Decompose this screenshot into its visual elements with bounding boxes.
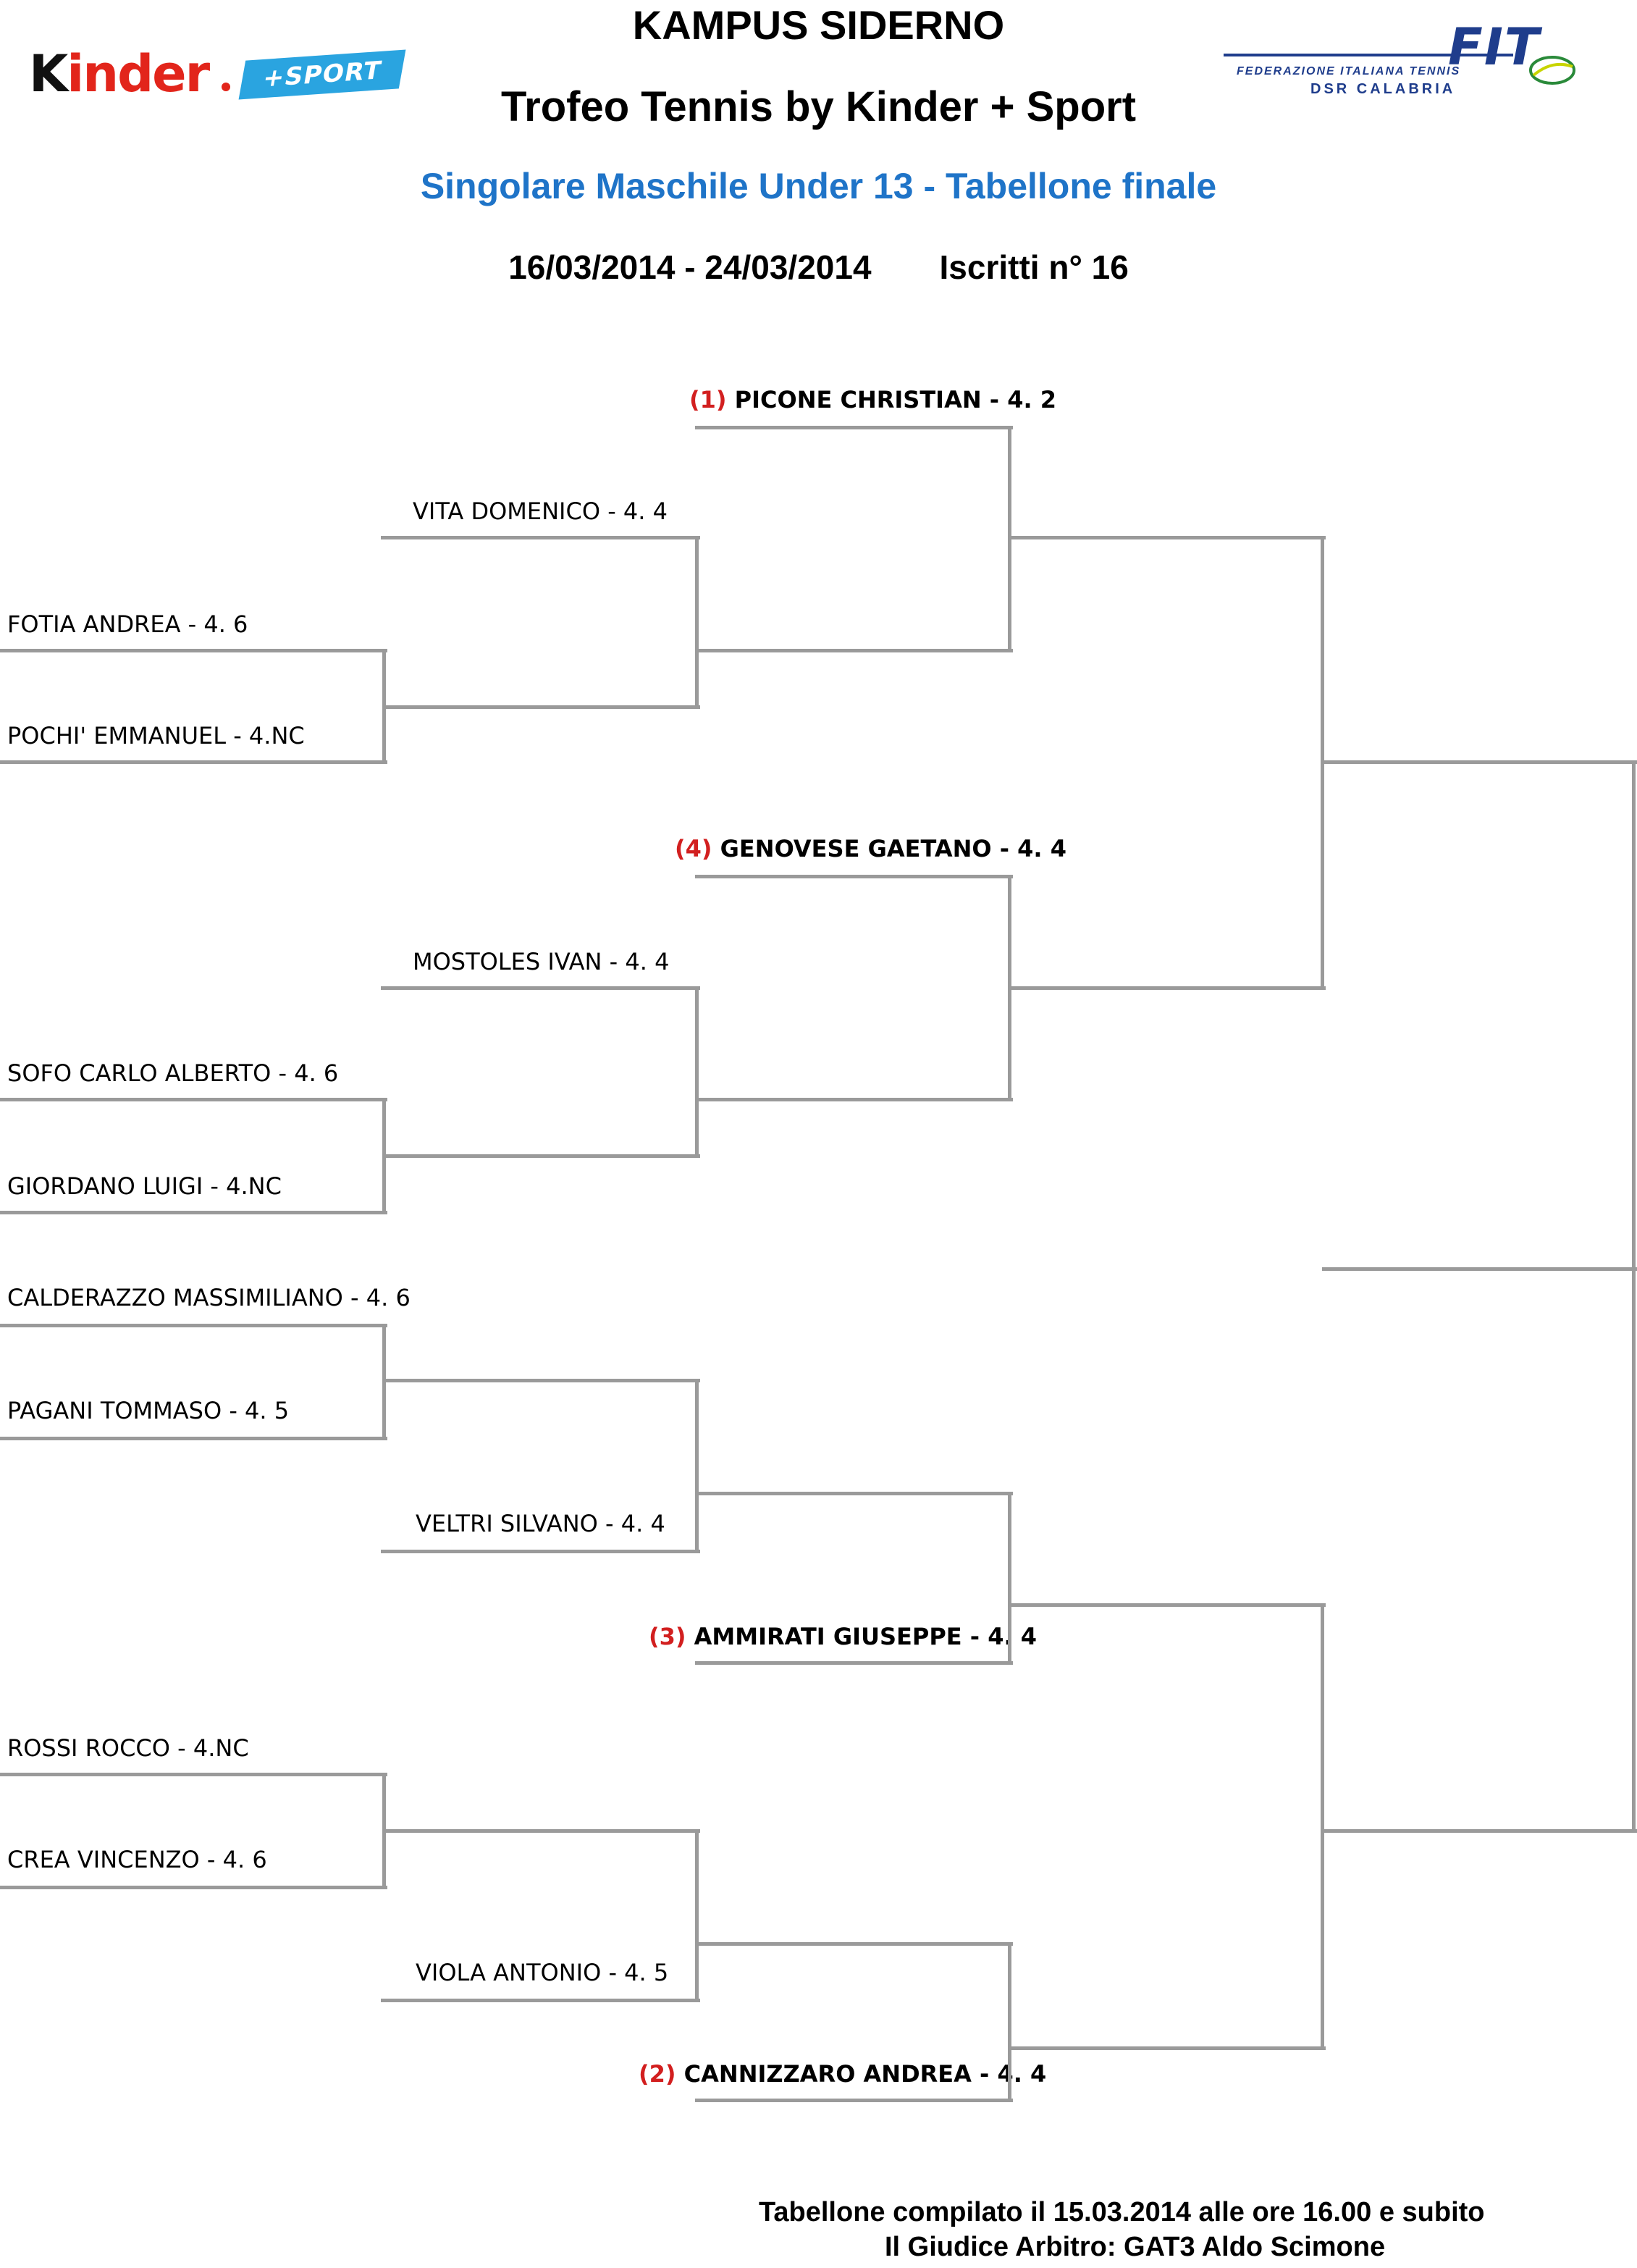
seed-number: (3)	[649, 1623, 686, 1650]
bracket-line	[695, 2099, 1013, 2102]
seed-number: (2)	[639, 2060, 676, 2088]
player-name: ROSSI ROCCO - 4.NC	[7, 1734, 249, 1762]
bracket-line	[0, 1886, 387, 1889]
kinder-dot-icon	[222, 83, 230, 91]
player-name: VIOLA ANTONIO - 4. 5	[416, 1959, 669, 1986]
draw-info: 16/03/2014 - 24/03/2014 Iscritti n° 16	[0, 248, 1637, 287]
seeded-player: (4) GENOVESE GAETANO - 4. 4	[675, 834, 1066, 863]
tournament-subtitle: Trofeo Tennis by Kinder + Sport	[500, 83, 1137, 130]
bracket-line	[1322, 1829, 1637, 1833]
seed-number: (4)	[675, 835, 712, 862]
bracket-line	[0, 649, 387, 652]
fit-logo: FIT FEDERAZIONE ITALIANA TENNIS DSR CALA…	[1224, 17, 1615, 101]
bracket-line	[695, 1829, 699, 2002]
player-name: CREA VINCENZO - 4. 6	[7, 1846, 267, 1873]
compiled-note: Tabellone compilato il 15.03.2014 alle o…	[759, 2197, 1485, 2227]
bracket-line	[0, 1324, 387, 1327]
seed-number: (1)	[689, 386, 727, 413]
bracket-line	[384, 1829, 700, 1833]
player-name: FOTIA ANDREA - 4. 6	[7, 610, 248, 638]
bracket-line	[381, 1999, 700, 2002]
kinder-wordmark: Kinder	[29, 44, 210, 104]
bracket-line	[695, 986, 699, 1158]
player-name: VELTRI SILVANO - 4. 4	[416, 1510, 665, 1537]
player-name: SOFO CARLO ALBERTO - 4. 6	[7, 1059, 339, 1087]
player-name: GENOVESE GAETANO - 4. 4	[720, 835, 1066, 862]
player-name: AMMIRATI GIUSEPPE - 4. 4	[694, 1623, 1038, 1650]
kinder-sport-logo: Kinder +SPORT	[29, 44, 406, 104]
bracket-line	[695, 875, 1013, 878]
bracket-line	[695, 426, 1013, 429]
bracket-line	[695, 1661, 1013, 1665]
tournament-title: KAMPUS SIDERNO	[632, 2, 1005, 48]
bracket-line	[1008, 1492, 1011, 1665]
bracket-line	[1009, 536, 1326, 539]
fit-wordmark: FIT	[1448, 17, 1541, 77]
bracket-line	[384, 705, 700, 709]
bracket-line	[1322, 1267, 1637, 1271]
bracket-line	[381, 986, 700, 990]
seeded-player: (2) CANNIZZARO ANDREA - 4. 4	[639, 2059, 1046, 2088]
bracket-line	[1321, 1603, 1324, 2050]
player-name: MOSTOLES IVAN - 4. 4	[413, 948, 670, 975]
seeded-player: (3) AMMIRATI GIUSEPPE - 4. 4	[649, 1622, 1037, 1651]
bracket-line	[381, 1550, 700, 1553]
player-name: VITA DOMENICO - 4. 4	[413, 497, 668, 525]
fit-federation-name: FEDERAZIONE ITALIANA TENNIS	[1237, 65, 1461, 77]
bracket-line	[697, 1492, 1013, 1495]
fit-rule	[1224, 54, 1513, 56]
bracket-line	[0, 1211, 387, 1214]
bracket-line	[1009, 986, 1326, 990]
bracket-line	[381, 536, 700, 539]
tennis-ball-icon	[1529, 56, 1575, 85]
bracket-line	[695, 536, 699, 709]
bracket-line	[697, 1098, 1013, 1101]
player-name: POCHI' EMMANUEL - 4.NC	[7, 722, 305, 749]
bracket-line	[1009, 2046, 1326, 2050]
bracket-line	[0, 1437, 387, 1440]
bracket-line	[0, 1773, 387, 1776]
bracket-line	[0, 1098, 387, 1101]
bracket-line	[0, 760, 387, 764]
referee-note: Il Giudice Arbitro: GAT3 Aldo Scimone	[885, 2232, 1386, 2262]
bracket-line	[695, 1379, 699, 1553]
bracket-line	[1009, 1603, 1326, 1607]
player-name: GIORDANO LUIGI - 4.NC	[7, 1172, 282, 1200]
sport-badge: +SPORT	[238, 49, 406, 100]
draw-dates: 16/03/2014 - 24/03/2014	[508, 248, 872, 286]
player-name: CANNIZZARO ANDREA - 4. 4	[683, 2060, 1047, 2088]
bracket-line	[384, 1154, 700, 1158]
bracket-line	[384, 1379, 700, 1382]
player-name: PICONE CHRISTIAN - 4. 2	[734, 386, 1057, 413]
bracket-line	[697, 1942, 1013, 1946]
bracket-line	[1632, 760, 1636, 1833]
fit-region: DSR CALABRIA	[1310, 81, 1456, 97]
player-name: CALDERAZZO MASSIMILIANO - 4. 6	[7, 1284, 411, 1311]
bracket-line	[697, 649, 1013, 652]
bracket-line	[1008, 1942, 1011, 2102]
draw-entries: Iscritti n° 16	[939, 248, 1129, 286]
player-name: PAGANI TOMMASO - 4. 5	[7, 1397, 290, 1424]
bracket-line	[1322, 760, 1637, 764]
draw-title: Singolare Maschile Under 13 - Tabellone …	[420, 166, 1217, 206]
seeded-player: (1) PICONE CHRISTIAN - 4. 2	[689, 385, 1056, 414]
